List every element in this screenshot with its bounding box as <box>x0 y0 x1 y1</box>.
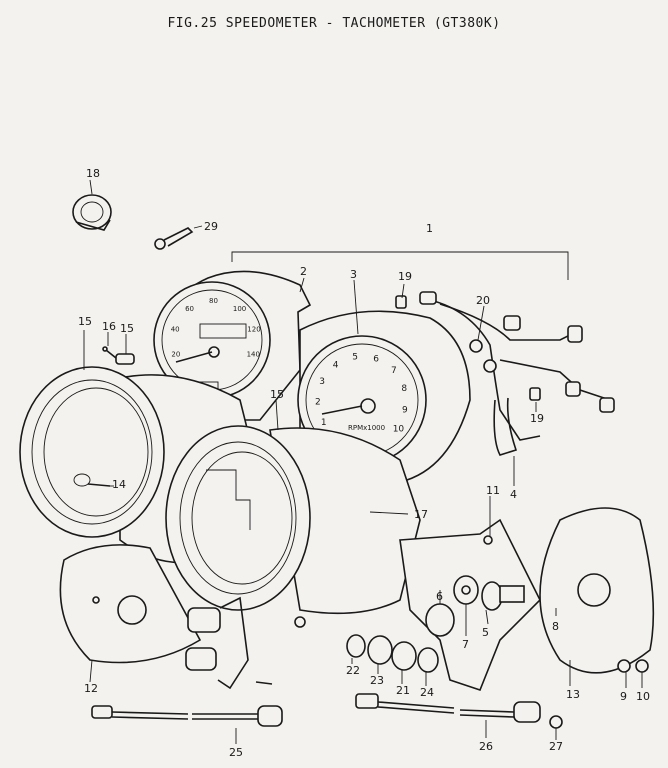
speedo-tick-3: 80 <box>209 297 218 305</box>
callout-21: 18 <box>86 167 100 180</box>
part-10-nut <box>635 659 649 673</box>
assembly-1-bracket <box>231 251 569 280</box>
tach-tick-3: 4 <box>333 361 339 371</box>
part-16-knob <box>115 353 135 365</box>
leader-lines <box>83 179 643 744</box>
tachometer-unit-label: RPMx1000 <box>348 424 385 432</box>
callout-16: 15 <box>120 322 134 335</box>
callout-labels: 18 29 1 2 3 19 20 15 16 15 15 19 4 11 14… <box>78 167 650 759</box>
cable-guide-bracket <box>185 596 273 690</box>
callout-18: 17 <box>414 508 428 521</box>
callout-28: 27 <box>549 740 563 753</box>
callout-13: 13 <box>566 688 580 701</box>
part-7-cushion <box>453 575 479 605</box>
callout-8: 8 <box>552 620 559 633</box>
callout-3: 3 <box>350 268 357 281</box>
callout-17: 16 <box>102 320 116 333</box>
tach-tick-5: 6 <box>373 354 379 364</box>
callout-1: 1 <box>426 222 433 235</box>
part-5-grommet <box>481 581 525 611</box>
speedo-tick-2: 60 <box>185 305 194 313</box>
part-12-back-plate <box>59 544 202 664</box>
speedo-tick-1: 40 <box>171 326 180 334</box>
callout-19-upper: 19 <box>398 270 412 283</box>
callout-26: 25 <box>229 746 243 759</box>
callout-25: 24 <box>420 686 434 699</box>
part-21-socket <box>72 194 112 231</box>
callout-29: 29 <box>204 220 218 233</box>
callout-14: 14 <box>112 478 126 491</box>
tach-tick-9: 10 <box>393 424 405 434</box>
part-13-back-plate <box>539 507 655 674</box>
callout-5: 5 <box>482 626 489 639</box>
figure-title: FIG.25 SPEEDOMETER - TACHOMETER (GT380K) <box>167 16 501 31</box>
part-17-pin <box>102 346 117 359</box>
callout-27: 26 <box>479 740 493 753</box>
part-9-washer <box>617 659 631 673</box>
part-20-bulb-socket <box>469 339 497 373</box>
part-19-bulb-lower <box>529 387 541 401</box>
callout-11: 11 <box>486 484 500 497</box>
part-23-bulb <box>346 634 366 658</box>
part-24-socket <box>367 635 393 665</box>
tach-tick-0: 1 <box>321 418 327 428</box>
callout-15-right: 15 <box>270 388 284 401</box>
part-28-nut <box>549 715 563 729</box>
callout-15-left: 15 <box>78 315 92 328</box>
part-4-wiring-harness <box>419 291 615 456</box>
callout-20: 20 <box>476 294 490 307</box>
speedo-tick-4: 100 <box>233 305 246 313</box>
callout-24: 23 <box>370 674 384 687</box>
tach-tick-1: 2 <box>315 398 321 408</box>
callout-4: 4 <box>510 488 517 501</box>
callout-10: 10 <box>636 690 650 703</box>
tach-tick-8: 9 <box>402 405 408 415</box>
callout-23: 22 <box>346 664 360 677</box>
callout-19-lower: 19 <box>530 412 544 425</box>
callout-6: 6 <box>436 590 443 603</box>
tach-tick-6: 7 <box>391 366 397 376</box>
tach-tick-7: 8 <box>401 384 407 394</box>
part-25-washer <box>417 647 439 673</box>
part-19-bulb-upper <box>395 295 407 309</box>
callout-22: 21 <box>396 684 410 697</box>
part-18-tachometer-cover <box>165 425 421 628</box>
tach-tick-4: 5 <box>352 353 358 363</box>
callout-12: 12 <box>84 682 98 695</box>
tach-tick-2: 3 <box>319 377 325 387</box>
callout-2: 2 <box>300 265 307 278</box>
callout-9: 9 <box>620 690 627 703</box>
speedo-tick-6: 140 <box>247 351 260 359</box>
part-29-clamp <box>154 227 194 250</box>
part-6-rubber <box>425 603 455 637</box>
part-22-washer <box>391 641 417 671</box>
speedo-tick-0: 20 <box>171 351 180 359</box>
speedo-tick-5: 120 <box>247 326 260 334</box>
callout-7: 7 <box>462 638 469 651</box>
part-27-tachometer-cable <box>355 693 541 723</box>
part-26-speedometer-cable <box>91 705 283 727</box>
speedometer-tick-labels: 20 40 60 80 100 120 140 <box>171 297 261 359</box>
